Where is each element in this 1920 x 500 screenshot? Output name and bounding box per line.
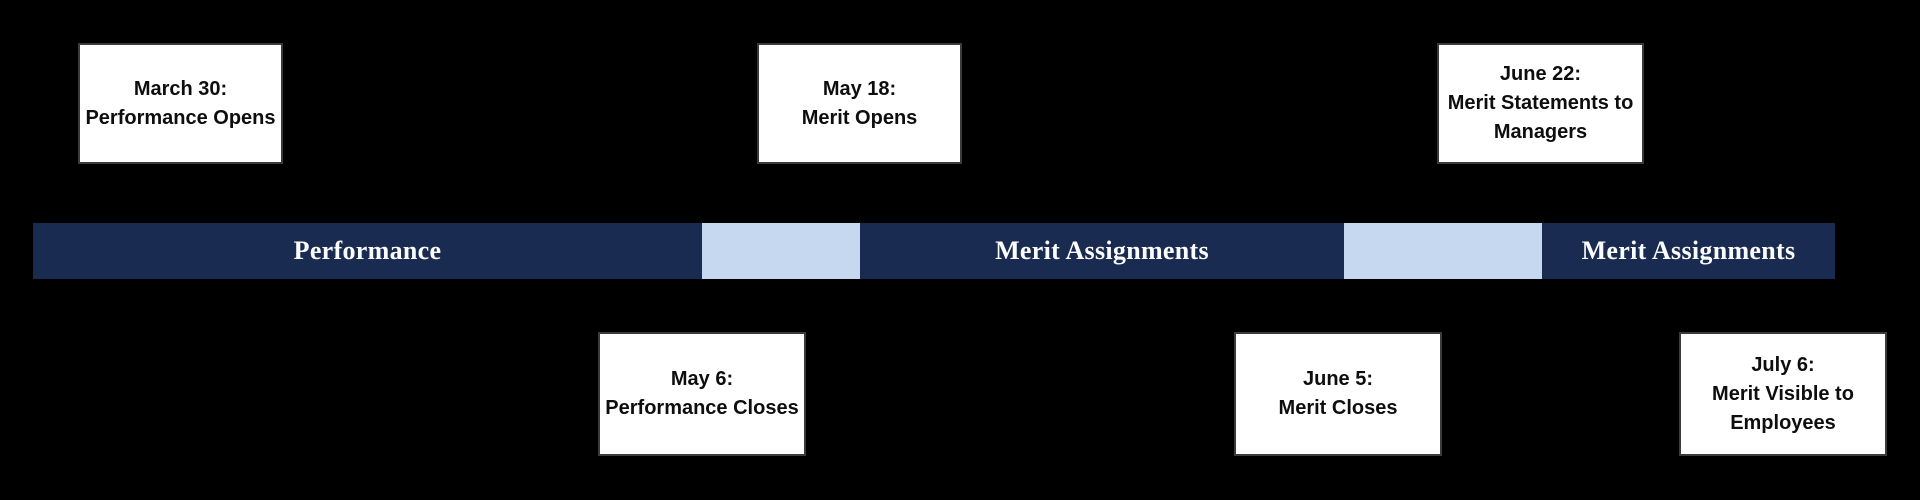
milestone-box-performance-opens: March 30: Performance Opens — [78, 43, 283, 164]
milestone-date: July 6: — [1751, 353, 1815, 376]
segment-label: Performance — [293, 236, 442, 265]
milestone-box-performance-closes: May 6: Performance Closes — [598, 332, 806, 456]
milestone-label: Merit Statements to — [1447, 92, 1634, 114]
timeline-segment-merit-assignments-2: Merit Assignments — [1542, 223, 1835, 279]
milestone-date: March 30: — [133, 77, 228, 100]
timeline-segment-merit-assignments-1: Merit Assignments — [860, 223, 1344, 279]
segment-label: Merit Assignments — [1581, 236, 1796, 265]
milestone-label: Merit Visible to — [1712, 382, 1854, 405]
milestone-date: May 18: — [822, 77, 897, 100]
timeline-segment-performance: Performance — [33, 223, 702, 279]
milestone-date: May 6: — [670, 368, 734, 390]
milestone-box-merit-visible-to-employees: July 6: Merit Visible to Employees — [1679, 332, 1887, 456]
milestone-label: Performance Closes — [605, 397, 799, 419]
timeline-bar: Performance Merit Assignments Merit Assi… — [0, 223, 1920, 279]
milestone-label: Performance Opens — [85, 106, 276, 129]
milestone-label: Merit Closes — [1278, 397, 1398, 419]
milestone-label-2: Managers — [1493, 121, 1588, 143]
milestone-date: June 5: — [1302, 368, 1374, 390]
milestone-box-merit-opens: May 18: Merit Opens — [757, 43, 962, 164]
milestone-box-merit-statements-to-managers: June 22: Merit Statements to Managers — [1437, 43, 1644, 164]
timeline-segment-gap-2 — [1344, 223, 1542, 279]
timeline-segment-gap-1 — [702, 223, 860, 279]
milestone-label-2: Employees — [1730, 411, 1836, 434]
milestone-date: June 22: — [1499, 63, 1582, 85]
segment-label: Merit Assignments — [995, 236, 1209, 265]
milestone-box-merit-closes: June 5: Merit Closes — [1234, 332, 1442, 456]
milestone-label: Merit Opens — [801, 106, 918, 129]
